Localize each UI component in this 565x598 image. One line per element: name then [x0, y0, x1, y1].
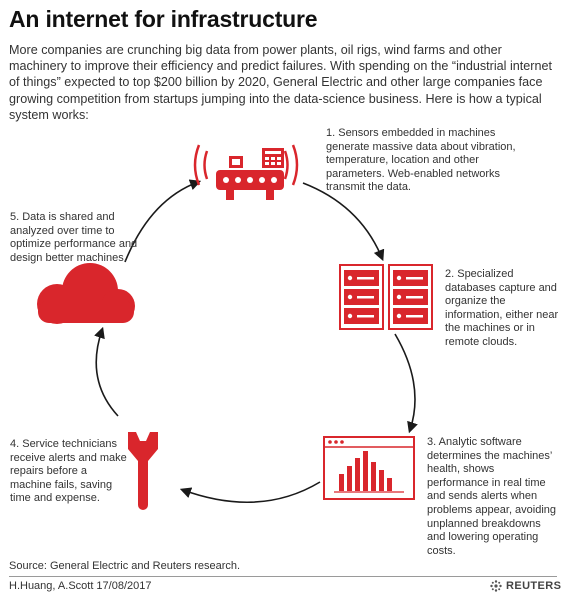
step-1-caption: 1. Sensors embedded in machines generate… [326, 127, 516, 194]
arrow-5-to-1 [124, 179, 202, 263]
analytics-window-icon [323, 436, 415, 500]
byline-credit: H.Huang, A.Scott 17/08/2017 [9, 580, 152, 592]
reuters-logo-icon [490, 580, 502, 592]
arrow-1-to-2 [302, 182, 385, 262]
step-3-caption: 3. Analytic software determines the mach… [427, 436, 557, 557]
step-5-caption: 5. Data is shared and analyzed over time… [10, 211, 138, 264]
step-2-caption: 2. Specialized databases capture and org… [445, 268, 559, 348]
page-title: An internet for infrastructure [9, 6, 318, 32]
source-note: Source: General Electric and Reuters res… [9, 560, 241, 572]
reuters-wordmark: REUTERS [506, 580, 562, 592]
arrow-2-to-3 [394, 333, 418, 434]
footer-divider [9, 576, 557, 577]
reuters-brand: REUTERS [489, 577, 561, 595]
machine-sensor-icon [193, 144, 299, 200]
intro-paragraph: More companies are crunching big data fr… [9, 43, 552, 122]
database-servers-icon [339, 264, 433, 330]
arrow-4-to-5 [94, 326, 119, 417]
wrench-icon [128, 432, 158, 510]
cloud-icon [37, 263, 135, 324]
step-4-caption: 4. Service technicians receive alerts an… [10, 438, 127, 505]
arrow-3-to-4 [179, 481, 321, 504]
